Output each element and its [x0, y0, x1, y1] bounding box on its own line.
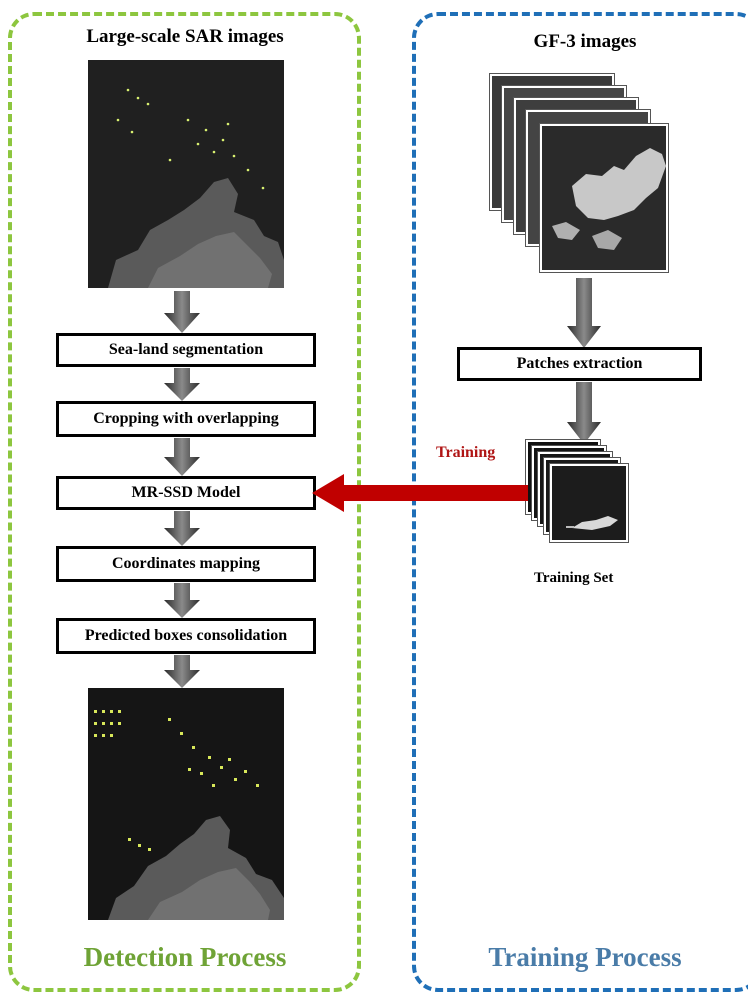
detection-header: Large-scale SAR images	[86, 26, 284, 47]
gf3-image	[540, 124, 668, 272]
training-set-label: Training Set	[534, 570, 614, 586]
down-arrow-icon	[164, 438, 200, 476]
training-panel	[412, 12, 748, 992]
step-sea-land-segmentation: Sea-land segmentation	[56, 333, 316, 367]
down-arrow-icon	[164, 511, 200, 546]
step-cropping-with-overlapping: Cropping with overlapping	[56, 401, 316, 437]
down-arrow-icon	[567, 382, 601, 444]
training-header: GF-3 images	[533, 31, 637, 52]
input-sar-image	[88, 60, 284, 288]
down-arrow-icon	[164, 368, 200, 401]
step-predicted-boxes-consolidation: Predicted boxes consolidation	[56, 618, 316, 654]
down-arrow-icon	[164, 583, 200, 618]
training-arrow-label: Training	[436, 444, 496, 461]
down-arrow-icon	[164, 655, 200, 688]
step-coordinates-mapping: Coordinates mapping	[56, 546, 316, 582]
training-process-title: Training Process	[488, 942, 682, 972]
step-patches-extraction: Patches extraction	[457, 347, 702, 381]
down-arrow-icon	[164, 291, 200, 333]
detection-panel	[8, 12, 361, 992]
training-patch	[550, 464, 628, 542]
down-arrow-icon	[567, 278, 601, 348]
output-detection-image	[88, 688, 284, 920]
training-arrow	[312, 474, 528, 512]
detection-process-title: Detection Process	[83, 942, 287, 972]
step-mr-ssd-model: MR-SSD Model	[56, 476, 316, 510]
